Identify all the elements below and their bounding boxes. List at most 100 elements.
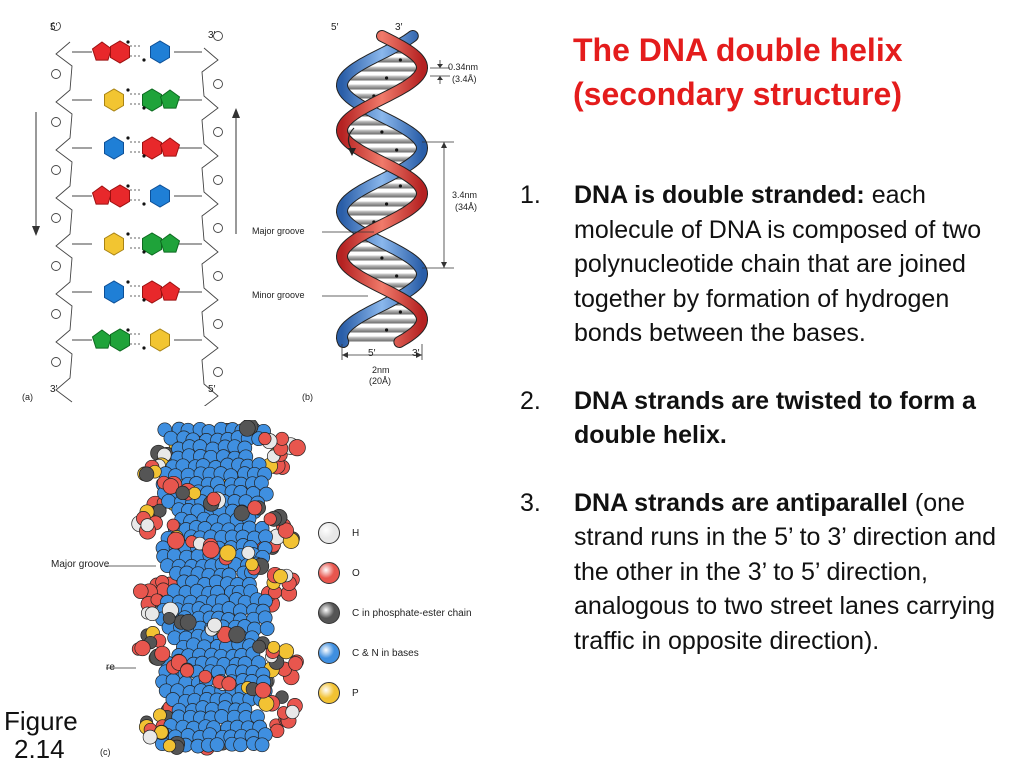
base-red [159,137,181,157]
key-points-list: 1. DNA is double stranded: each molecule… [520,178,1010,658]
phosphate-right [213,79,223,89]
point-1: 1. DNA is double stranded: each molecule… [520,178,1010,351]
base-green [110,328,130,352]
base-pair-rung [344,120,395,126]
atom [162,478,179,495]
base-red [91,41,113,61]
atom [162,739,177,753]
atom [206,491,221,507]
atom [288,656,303,671]
base-red [142,136,162,160]
atom [252,639,266,654]
legend-item: O [318,560,472,586]
point-number: 3. [520,488,541,517]
atom [228,625,246,644]
base-pair-rung [354,66,422,72]
panel-b-rise-angstrom: (3.4Å) [452,74,477,84]
atom [198,669,213,684]
point-2: 2. DNA strands are twisted to form a dou… [520,384,1010,453]
legend-item: H [318,520,472,546]
atom [134,640,151,657]
phosphate-left [51,69,61,79]
atom [233,737,248,753]
atom [259,621,275,636]
base-blue [104,280,124,304]
legend-swatch [318,602,340,624]
panel-b-major-groove-label: Major groove [252,226,305,236]
slide-title: The DNA double helix (secondary structur… [573,28,1013,116]
base-red [142,280,162,304]
atom [273,569,288,584]
phosphate-right [213,223,223,233]
panel-a-bottom-right-end: 5′ [208,384,216,395]
panel-b-pitch-angstrom: (34Å) [455,202,478,212]
panel-c-space-filling-model [131,420,306,756]
panel-b-helix-diagram [322,30,454,360]
base-pair-rung [342,336,405,342]
phosphate-right [213,127,223,137]
panel-a-base-pair-diagram [32,22,240,406]
phosphate-right [213,367,223,377]
base-pair-rung [354,192,422,198]
phosphate-right [213,175,223,185]
red-strand [336,31,428,347]
panel-b-width-angstrom: (20Å) [369,376,392,386]
base-pair-rung [344,75,417,81]
atom [179,613,197,631]
atom [275,431,289,446]
phosphate-left [51,309,61,319]
atom [254,682,272,699]
base-pair-rung [347,93,388,99]
base-green [159,233,181,253]
atom [140,518,155,532]
base-pair-rung [344,246,395,252]
base-green [142,232,162,256]
atom [241,545,256,560]
base-pair-rung [354,318,422,324]
legend-label: P [352,687,359,699]
base-yellow [104,88,124,112]
panel-b-top-right-end: 3′ [395,22,403,33]
base-pair-rung [359,147,422,153]
atom [267,640,281,654]
base-yellow [104,232,124,256]
panel-a-top-left-end: 5′ [50,22,58,33]
base-pair-rung [347,219,388,225]
legend-item: C in phosphate-ester chain [318,600,472,626]
base-green [159,89,181,109]
panel-b-top-left-end: 5′ [331,22,339,33]
phosphate-left [51,357,61,367]
point-body: each molecule of DNA is composed of two … [574,181,982,347]
base-green [91,329,113,349]
atom [188,486,202,500]
legend-swatch [318,682,340,704]
atom [207,617,222,633]
atom [285,704,300,720]
atom [209,737,225,753]
atom [219,544,237,562]
base-blue [150,40,170,64]
legend-swatch [318,562,340,584]
panel-b-rise-nm: 0.34nm [448,62,479,72]
phosphate-left [51,261,61,271]
base-pair-rung [369,57,420,63]
base-red [110,40,130,64]
base-pair-rung [344,201,417,207]
panel-b-pitch-nm: 3.4nm [452,190,478,200]
panel-a-label: (a) [22,392,33,402]
phosphate-left [51,22,61,31]
base-yellow [150,328,170,352]
slide-title-line2: (secondary structure) [573,76,902,112]
atom [233,505,250,522]
atom [166,518,180,532]
panel-b-width-nm: 2nm [372,365,390,375]
atom [202,540,220,559]
point-heading: DNA is double stranded: [574,181,865,209]
atom [175,485,190,501]
legend-label: C in phosphate-ester chain [352,607,472,619]
figure-caption-word: Figure [4,706,78,736]
base-pair-rung [369,309,420,315]
atom [258,486,274,502]
atom [258,695,275,712]
